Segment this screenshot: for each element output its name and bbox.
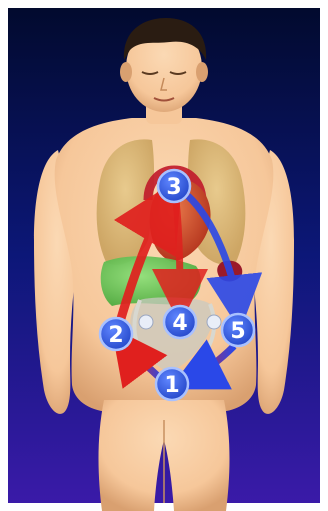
kidney-right xyxy=(207,315,221,329)
kidney-left xyxy=(139,315,153,329)
node-5: 5 xyxy=(222,314,254,346)
node-2-label: 2 xyxy=(108,323,123,348)
node-1: 1 xyxy=(156,368,188,400)
node-1-label: 1 xyxy=(164,373,179,398)
right-ear xyxy=(196,62,208,82)
flow-arrow-icon xyxy=(176,200,180,304)
node-4: 4 xyxy=(164,306,196,338)
node-3-label: 3 xyxy=(166,175,181,200)
node-5-label: 5 xyxy=(230,319,245,344)
node-3: 3 xyxy=(158,170,190,202)
node-2: 2 xyxy=(100,318,132,350)
left-ear xyxy=(120,62,132,82)
node-4-label: 4 xyxy=(172,311,187,336)
